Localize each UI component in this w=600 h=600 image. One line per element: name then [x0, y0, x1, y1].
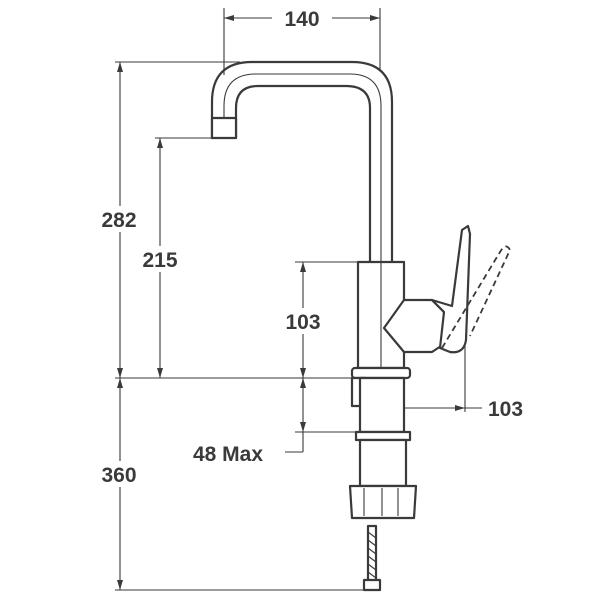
spout-aerator	[210, 116, 238, 140]
dim-label-lever-reach: 103	[488, 398, 523, 421]
dimension-282: 282	[95, 62, 145, 378]
mounting-nut	[348, 484, 418, 520]
dimension-48max: 48 Max	[193, 378, 306, 466]
dim-label-total-height: 282	[101, 209, 136, 232]
supply-hose	[362, 524, 382, 592]
dim-label-deck-thickness: 48 Max	[193, 443, 263, 466]
dimension-215: 215	[135, 138, 185, 378]
lever-handle	[430, 224, 472, 354]
dim-label-hose-length: 360	[101, 464, 136, 487]
base-and-mount	[348, 366, 418, 520]
dim-label-body-height: 103	[285, 311, 320, 334]
dimension-360: 360	[95, 378, 145, 590]
dim-label-spout-reach: 140	[284, 8, 319, 31]
spout	[210, 60, 394, 264]
faucet-body	[356, 224, 511, 370]
dimension-140: 140	[224, 4, 380, 31]
dim-label-spout-height: 215	[142, 249, 177, 272]
lever-open-position	[441, 245, 511, 349]
dimension-103-vertical: 103	[278, 262, 328, 378]
extension-lines	[115, 8, 466, 591]
